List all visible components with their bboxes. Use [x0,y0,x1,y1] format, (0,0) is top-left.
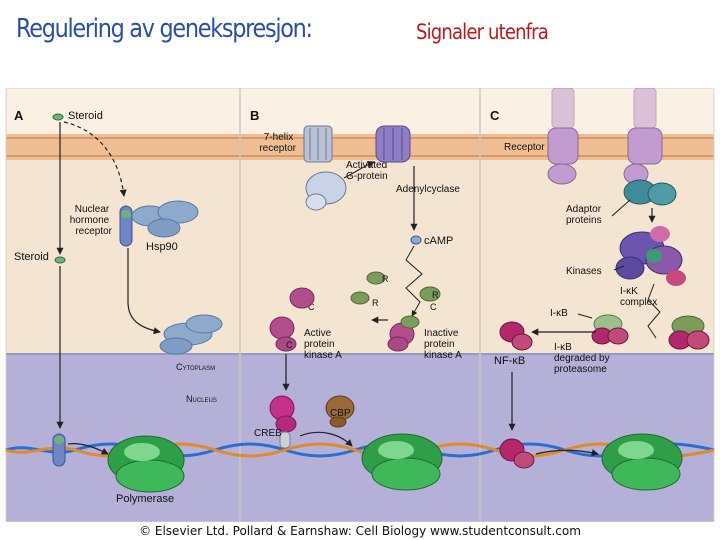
hsp90-label: Hsp90 [146,241,178,253]
nuclear-receptor-label: Nuclear hormone receptor [70,204,113,237]
receptor-right [623,88,663,185]
panel-c-letter: C [490,108,500,123]
c-label-active: C [286,340,293,350]
camp-label: cAMP [424,235,453,247]
hsp90-complex [131,200,199,238]
nfkb-label: NF-κB [494,355,525,367]
seven-helix-label: 7-helix receptor [259,132,296,154]
r-label-2: R [372,298,379,308]
slide-title: Regulering av genekspresjon: Signaler ut… [16,14,549,54]
ikk-complex-label: I-κK complex [620,286,657,308]
steroid-molecule [52,113,64,121]
title-sub: Signaler utenfra [416,20,549,44]
nuclear-hormone-receptor [119,205,133,247]
free-hsp90 [159,314,223,355]
nfkb-on-dna [499,438,535,469]
creb-protein [269,395,297,449]
g-protein [305,171,347,211]
polymerase-c [601,433,683,491]
panel-a-letter: A [14,108,24,123]
receptor-label: Receptor [504,142,545,153]
extracellular-region [6,88,714,134]
degraded-label: I-κB degraded by proteasome [554,342,612,375]
cytoplasm-label: Cytoplasm [176,362,215,372]
g-protein-label: Activated G-protein [346,160,390,182]
cbp-label: CBP [330,408,351,419]
copyright-caption: © Elsevier Ltd. Pollard & Earnshaw: Cell… [139,524,581,538]
active-pka-label: Active protein kinase A [304,328,342,361]
polymerase-label: Polymerase [116,493,174,505]
title-main: Regulering av genekspresjon: [16,14,313,44]
polymerase-b [361,433,443,491]
r-label-1: R [382,274,389,284]
r-label-3: R [432,290,439,300]
nucleus-region [6,354,714,522]
c-label-top: C [308,302,315,312]
nfkb-ikb-complex-right [668,315,710,350]
steroid-top-label: Steroid [68,110,103,122]
pka-regulatory-subunits [350,271,441,305]
adenylcyclase-label: Adenylcyclase [396,184,460,195]
active-pka [269,316,297,352]
receptor-left [547,88,579,185]
cbp-protein [325,395,355,428]
c-label-inactive: C [430,302,437,312]
adaptor-protein-complex [623,179,677,206]
nucleus-label: Nucleus [186,394,217,404]
nfkb-free [499,321,533,351]
ikb-label: I-κB [550,308,568,319]
adenylyl-cyclase [375,125,411,163]
nfkb-ikb-complex [591,314,629,345]
adaptor-label: Adaptor proteins [566,204,604,226]
inactive-pka-label: Inactive protein kinase A [424,328,462,361]
kinases-label: Kinases [566,266,602,277]
steroid-side-label: Steroid [14,251,49,263]
creb-label: CREB [254,428,282,439]
catalytic-subunit-free [289,287,315,309]
seven-helix-receptor [303,125,333,163]
camp-molecule [410,235,422,245]
ikk-kinase-complex [615,226,686,286]
inactive-pka [387,315,420,352]
polymerase-a [107,435,185,493]
panel-b-letter: B [250,108,259,123]
receptor-dimer-on-dna [52,433,66,467]
signaling-figure: A Steroid Nuclear hormone receptor Hsp90… [0,88,720,522]
